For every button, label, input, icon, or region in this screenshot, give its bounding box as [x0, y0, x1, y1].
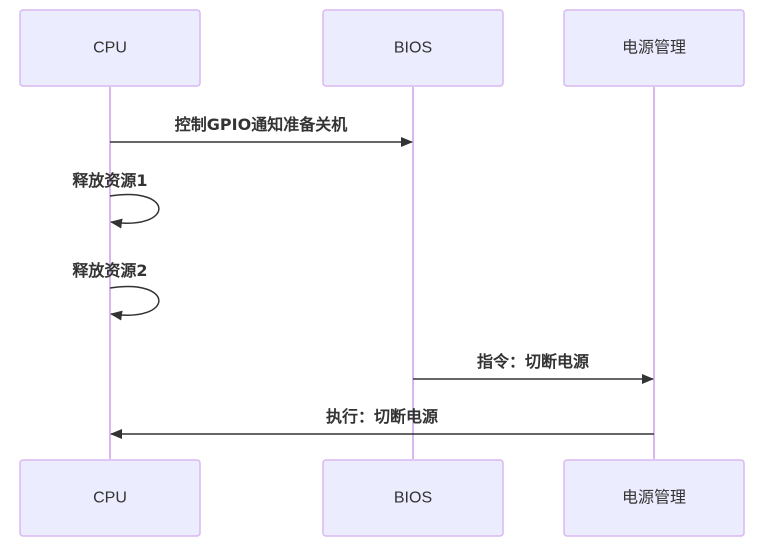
message-2-arrow [109, 193, 160, 229]
message-3-label: 释放资源2 [72, 261, 147, 280]
actor-top-bios-label: BIOS [394, 40, 432, 57]
message-2-label: 释放资源1 [72, 171, 147, 190]
message-5: 执行：切断电源 [110, 407, 654, 439]
actor-top-cpu: CPU [19, 9, 201, 87]
message-4-label: 指令：切断电源 [477, 352, 589, 371]
actor-bottom-power: 电源管理 [563, 459, 745, 537]
actor-bottom-cpu: CPU [19, 459, 201, 537]
message-1-label: 控制GPIO通知准备关机 [175, 115, 347, 134]
actor-bottom-bios: BIOS [322, 459, 504, 537]
actor-top-power: 电源管理 [563, 9, 745, 87]
message-2: 释放资源1 [72, 171, 160, 229]
actor-bottom-power-label: 电源管理 [622, 489, 686, 507]
message-1: 控制GPIO通知准备关机 [110, 115, 413, 147]
actor-top-cpu-label: CPU [93, 40, 127, 57]
actor-top-bios: BIOS [322, 9, 504, 87]
message-3-arrow [109, 285, 160, 321]
message-5-label: 执行：切断电源 [326, 407, 438, 426]
actor-top-power-label: 电源管理 [622, 39, 686, 57]
message-3: 释放资源2 [72, 261, 160, 321]
actor-bottom-cpu-label: CPU [93, 490, 127, 507]
actor-bottom-bios-label: BIOS [394, 490, 432, 507]
message-4: 指令：切断电源 [413, 352, 654, 384]
